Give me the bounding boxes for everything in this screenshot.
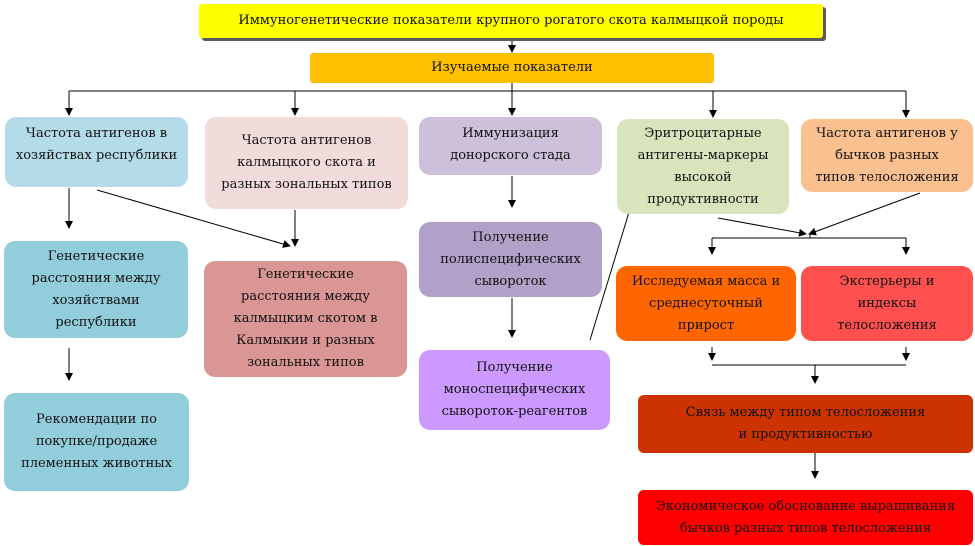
node-line: Частота антигенов в [25,126,168,141]
diagram-title-box: Иммуногенетические показатели крупного р… [199,4,823,38]
edge-a5-to-merge [808,192,921,236]
node-line: Эритроцитарные [644,125,762,141]
node-line: зональных типов [247,355,364,370]
node-line: среднесуточный [649,295,763,311]
node-line: и продуктивностью [738,427,873,442]
node-line: полиспецифических [440,251,581,267]
node-line: высокой [674,169,732,185]
node-polyspecific-sera: Получение полиспецифических сывороток [419,222,602,297]
node-line: расстояния между [241,289,370,304]
node-line: племенных животных [21,456,172,471]
node-line: сывороток [474,273,547,289]
node-exterior-indexes: Экстерьеры и индексы телосложения [801,266,973,341]
node-line: Экстерьеры и [839,273,935,289]
studied-indicators-label: Изучаемые показатели [431,60,593,75]
node-line: расстояния между [31,270,161,286]
node-genetic-distances-kalmyk: Генетические расстояния между калмыцким ск… [204,261,407,377]
diagram-title: Иммуногенетические показатели крупного р… [238,13,784,28]
node-line: телосложения [837,317,937,333]
node-line: продуктивности [647,191,759,207]
node-antigen-frequency-farms: Частота антигенов в хозяйствах республики [5,117,188,187]
node-line: сывороток-реагентов [441,404,588,419]
node-line: моноспецифических [443,382,586,397]
node-line: Частота антигенов у [816,125,958,141]
edge-a1-to-b2-diagonal [96,189,291,248]
node-body-type-productivity: Связь между типом телосложения и продукти… [638,395,973,453]
node-line: Связь между типом телосложения [685,405,926,420]
node-line: индексы [857,295,917,311]
node-line: покупке/продаже [35,434,158,449]
node-line: Иммунизация [462,126,559,141]
node-monospecific-sera: Получение моноспецифических сывороток-реаг… [419,350,610,430]
node-line: бычков разных типов телосложения [679,520,932,536]
node-line: Частота антигенов [241,133,372,148]
node-line: Рекомендации по [36,412,157,427]
node-line: прирост [677,317,735,333]
node-line: Исследуемая масса и [631,273,781,289]
node-line: калмыцким скотом в [233,311,378,326]
node-mass-and-gain: Исследуемая масса и среднесуточный прирост [616,266,796,341]
node-genetic-distances-farms: Генетические расстояния между хозяйствами р… [4,241,188,338]
node-line: донорского стада [450,148,571,163]
node-antigen-frequency-zonal-types: Частота антигенов калмыцкого скота и разны… [205,117,408,209]
node-erythrocyte-markers: Эритроцитарные антигены-маркеры высокой про… [617,119,789,214]
node-breeding-recommendations: Рекомендации по покупке/продаже племенных … [4,393,189,491]
studied-indicators-box: Изучаемые показатели [310,53,714,83]
node-economic-justification: Экономическое обоснование выращивания быч… [638,490,973,545]
node-line: республики [55,314,137,330]
node-line: Получение [472,229,549,245]
node-line: разных зональных типов [221,177,392,192]
node-line: калмыцкого скота и [237,155,376,170]
node-line: антигены-маркеры [637,147,769,163]
edge-a4-to-merge [717,217,807,237]
node-antigen-frequency-bulls: Частота антигенов у бычков разных типов те… [801,119,973,192]
node-line: бычков разных [835,147,939,163]
node-line: Генетические [257,267,354,282]
node-line: хозяйствах республики [15,148,178,163]
node-line: Калмыкии и разных [236,333,375,348]
node-line: Экономическое обоснование выращивания [655,498,956,514]
node-line: Генетические [47,248,145,264]
node-donor-immunization: Иммунизация донорского стада [419,117,602,175]
node-line: хозяйствами [52,292,140,308]
node-line: типов телосложения [815,169,959,185]
node-line: Получение [476,360,553,375]
